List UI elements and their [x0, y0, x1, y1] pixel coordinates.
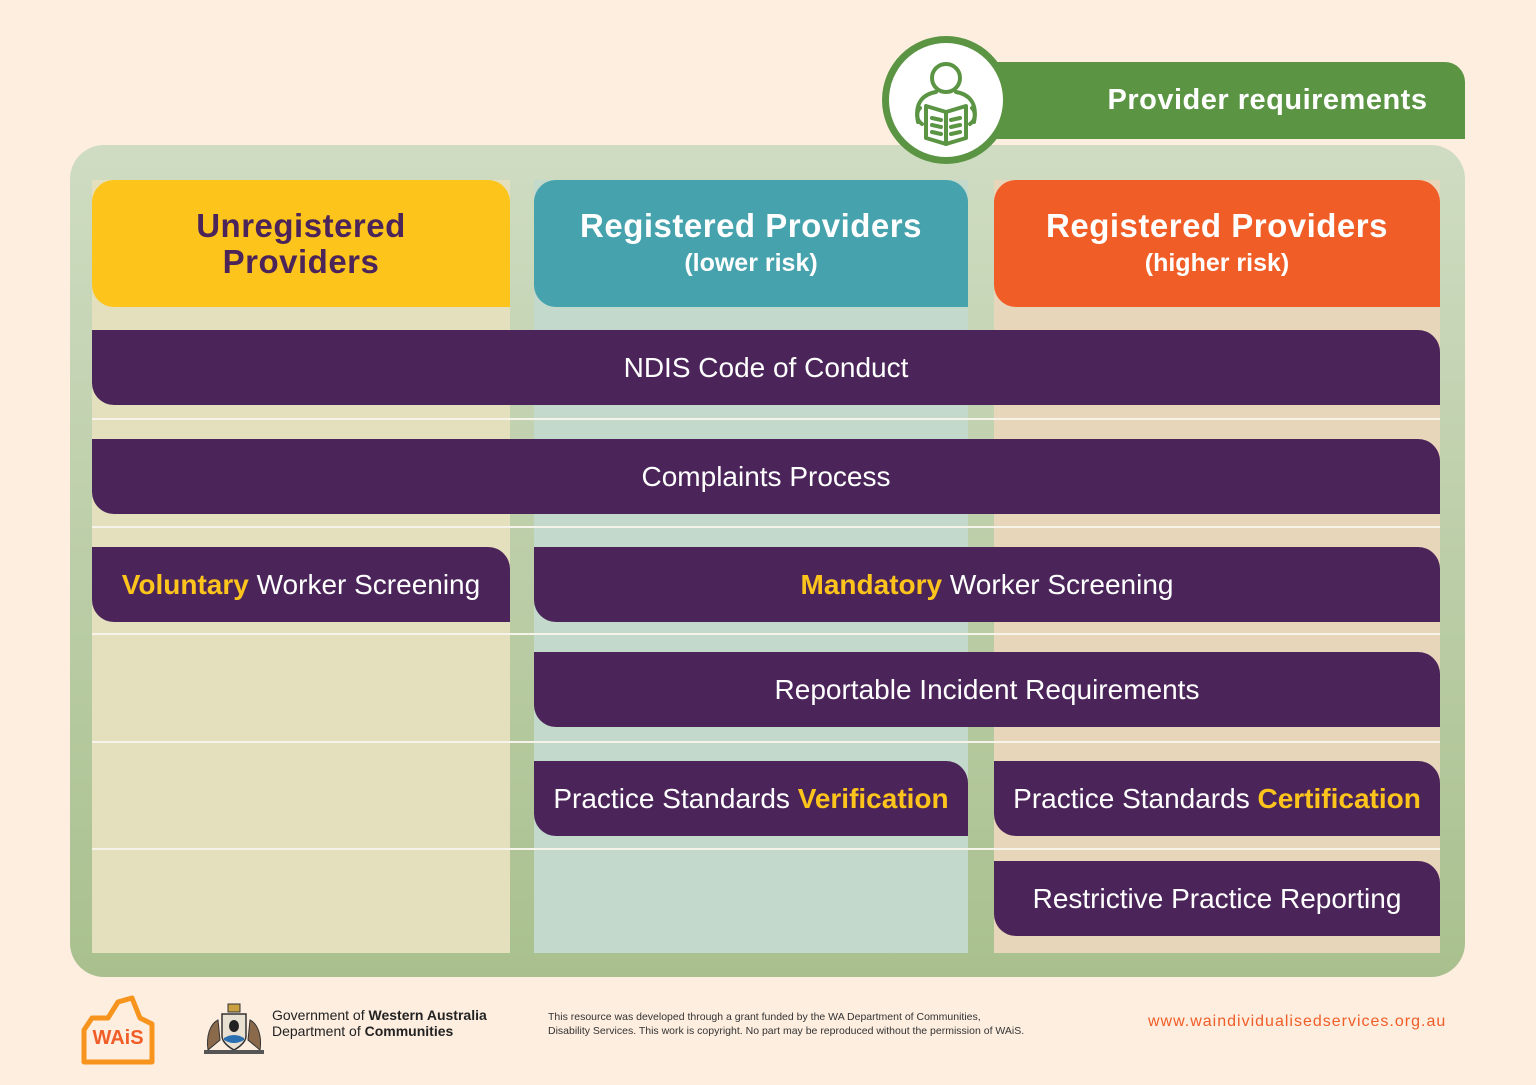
highlight-word: Verification: [797, 782, 949, 814]
header-line: Registered Providers: [580, 206, 922, 244]
bar-label: Complaints Process: [641, 460, 891, 492]
highlight-word: Voluntary: [121, 568, 249, 600]
highlight-word: Mandatory: [800, 568, 943, 600]
wais-logo: WAiS: [81, 995, 155, 1065]
header-registered-higher-risk: Registered Providers (higher risk): [994, 180, 1440, 307]
bar-mandatory-worker-screening: Mandatory Worker Screening: [534, 547, 1440, 622]
bar-reportable-incidents: Reportable Incident Requirements: [534, 652, 1440, 727]
bar-complaints-process: Complaints Process: [92, 439, 1440, 514]
provider-requirements-title: Provider requirements: [1107, 84, 1428, 116]
provider-requirements-tab: [985, 62, 1465, 139]
gov-prefix: Government of: [272, 1007, 369, 1023]
disclaimer-line: Disability Services. This work is copyri…: [548, 1025, 1025, 1037]
header-subline: (higher risk): [1144, 248, 1290, 277]
dept-prefix: Department of: [272, 1023, 365, 1039]
row-divider: [92, 848, 1440, 850]
row-divider: [92, 526, 1440, 528]
bar-label: Restrictive Practice Reporting: [1032, 882, 1402, 914]
wa-government-crest: [204, 1003, 264, 1054]
gov-bold: Western Australia: [368, 1007, 487, 1023]
website-url[interactable]: www.waindividualisedservices.org.au: [1148, 1013, 1447, 1030]
wais-logo-text: WAiS: [92, 1027, 143, 1049]
bar-code-of-conduct: NDIS Code of Conduct: [92, 330, 1440, 405]
disclaimer-line: This resource was developed through a gr…: [548, 1011, 981, 1023]
highlight-word: Certification: [1257, 782, 1421, 814]
bar-practice-standards-certification: Practice Standards Certification: [994, 761, 1440, 836]
header-subline: (lower risk): [684, 248, 818, 277]
copyright-disclaimer: This resource was developed through a gr…: [548, 1010, 1088, 1038]
row-divider: [92, 418, 1440, 420]
header-line: Unregistered: [196, 206, 406, 244]
bar-label: Worker Screening: [942, 568, 1174, 600]
government-attribution: Government of Western Australia Departme…: [272, 1007, 487, 1039]
bar-label: Reportable Incident Requirements: [774, 673, 1200, 705]
header-line: Registered Providers: [1046, 206, 1388, 244]
header-unregistered-providers: Unregistered Providers: [92, 180, 510, 307]
dept-bold: Communities: [364, 1023, 454, 1039]
row-divider: [92, 741, 1440, 743]
government-line: Government of Western Australia: [272, 1007, 487, 1023]
person-reading-icon: [915, 62, 977, 146]
header-registered-lower-risk: Registered Providers (lower risk): [534, 180, 968, 307]
bar-label: Practice Standards: [1013, 782, 1258, 814]
bar-label: Worker Screening: [248, 568, 481, 600]
bar-voluntary-worker-screening: Voluntary Worker Screening: [92, 547, 510, 622]
bar-label: NDIS Code of Conduct: [623, 351, 909, 383]
bar-label: Practice Standards: [553, 782, 798, 814]
row-divider: [92, 633, 1440, 635]
department-line: Department of Communities: [272, 1023, 487, 1039]
bar-restrictive-practice-reporting: Restrictive Practice Reporting: [994, 861, 1440, 936]
header-line: Providers: [222, 242, 380, 280]
bar-practice-standards-verification: Practice Standards Verification: [534, 761, 968, 836]
